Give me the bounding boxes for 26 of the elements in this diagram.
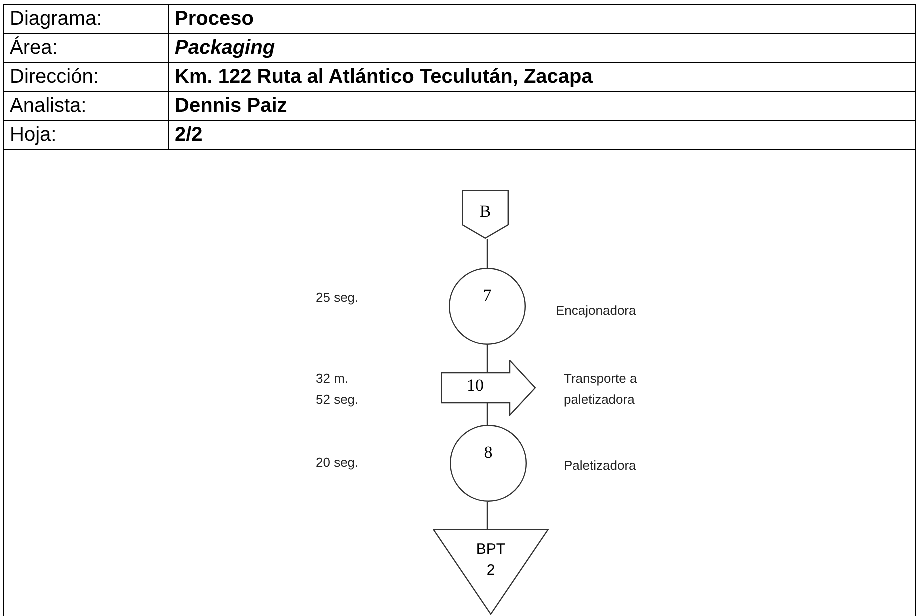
connector-line <box>486 403 488 425</box>
step-description: Transporte a paletizadora <box>564 370 638 409</box>
node-label: 2 <box>486 562 496 579</box>
node-label: 7 <box>483 286 492 306</box>
time-note: 25 seg. <box>316 289 360 307</box>
node-label: 8 <box>484 443 493 463</box>
field-label: Área: <box>10 38 58 58</box>
field-label: Diagrama: <box>10 9 102 29</box>
field-label: Dirección: <box>10 67 99 87</box>
field-value: Packaging <box>175 38 276 58</box>
field-value: Proceso <box>175 9 254 29</box>
node-label: B <box>480 202 492 222</box>
field-value: Km. 122 Ruta al Atlántico Teculután, Zacapa <box>175 67 593 87</box>
field-label: Hoja: <box>10 125 57 145</box>
node-label: BPT <box>476 541 506 558</box>
step-description: Paletizadora <box>564 457 638 475</box>
connector-line <box>486 345 488 373</box>
connector-line <box>486 239 488 268</box>
field-value: 2/2 <box>175 125 203 145</box>
time-note: 32 m. 52 seg. <box>316 370 360 409</box>
step-description: Encajonadora <box>556 302 638 320</box>
field-value: Dennis Paiz <box>175 96 288 116</box>
field-label: Analista: <box>10 96 87 116</box>
time-note: 20 seg. <box>316 454 360 472</box>
connector-line <box>486 502 488 529</box>
node-label: 10 <box>467 376 484 396</box>
